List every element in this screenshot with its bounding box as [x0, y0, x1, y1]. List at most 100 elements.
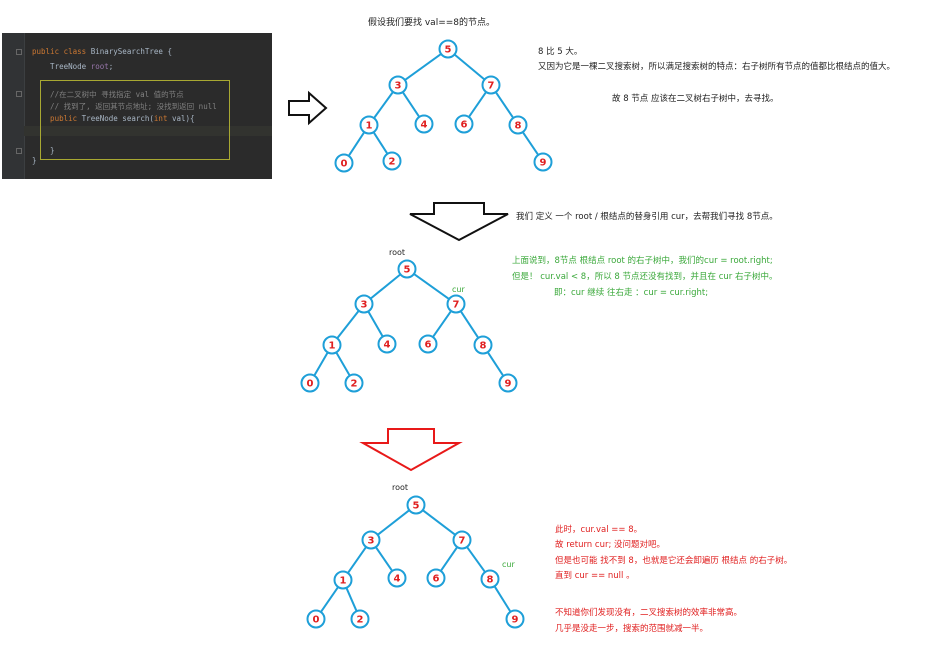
tree-node-7 — [481, 75, 501, 95]
tree-node-label: 0 — [307, 379, 314, 390]
panel1-title: 假设我们要找 val==8的节点。 — [368, 18, 496, 28]
tree-node-label: 4 — [394, 574, 401, 585]
tree-node-7 — [452, 530, 472, 550]
panel2-note-1: 上面说到，8节点 根结点 root 的右子树中，我们的cur = root.ri… — [512, 256, 773, 266]
tree-node-label: 4 — [421, 120, 428, 131]
tree-edge — [401, 91, 421, 118]
tree-node-label: 8 — [515, 121, 522, 132]
tree-node-label: 2 — [389, 157, 396, 168]
tree-node-label: 1 — [366, 121, 373, 132]
tree-node-6 — [426, 568, 446, 588]
panel3-root-label: root — [392, 483, 408, 492]
tree-node-8 — [473, 335, 493, 355]
panel1-note-1: 8 比 5 大。 — [538, 47, 583, 57]
tree-edge — [373, 91, 394, 119]
tree-node-7 — [446, 294, 466, 314]
tree-edge — [486, 351, 505, 377]
tree-node-3 — [354, 294, 374, 314]
tree-node-2 — [350, 609, 370, 629]
tree-node-6 — [454, 114, 474, 134]
tree-edge — [367, 310, 384, 338]
tree-node-9 — [505, 609, 525, 629]
tree-node-label: 6 — [461, 120, 468, 131]
tree-edge — [313, 351, 329, 377]
tree-node-5 — [406, 495, 426, 515]
tree-node-1 — [359, 115, 379, 135]
panel2-note-3: 即：cur 继续 往右走 ：cur = cur.right; — [554, 288, 709, 298]
tree-edge — [468, 91, 487, 118]
tree-edge — [335, 351, 351, 377]
fold-marker-icon[interactable] — [16, 49, 22, 55]
panel3-note-3: 但是也可能 找不到 8，也就是它还会卸遍历 根结点 的右子树。 — [555, 556, 793, 566]
tree-node-1 — [322, 335, 342, 355]
tree-node-4 — [387, 568, 407, 588]
tree-node-label: 9 — [512, 615, 519, 626]
tree-node-label: 3 — [368, 536, 375, 547]
tree-edge — [432, 310, 452, 338]
red-down-arrow-icon — [359, 428, 463, 472]
tree-edge — [466, 546, 486, 573]
tree-node-label: 5 — [413, 501, 420, 512]
tree-node-8 — [480, 569, 500, 589]
tree-edge — [453, 53, 486, 81]
tree-node-3 — [361, 530, 381, 550]
panel3-note-2: 故 return cur; 没问题对吧。 — [555, 540, 666, 550]
tree-node-label: 8 — [487, 575, 494, 586]
tree-node-label: 2 — [351, 379, 358, 390]
panel3-note-4: 直到 cur == null 。 — [555, 571, 635, 581]
tree-node-4 — [414, 114, 434, 134]
tree-node-6 — [418, 334, 438, 354]
code-line: public TreeNode search(int val){ — [32, 114, 195, 123]
code-line: //在二叉树中 寻找指定 val 值的节点 — [32, 90, 184, 99]
tree-edge — [413, 273, 450, 300]
tree-edge — [372, 131, 389, 155]
tree-node-0 — [306, 609, 326, 629]
tree-edge — [521, 131, 540, 156]
tree-node-2 — [344, 373, 364, 393]
tree-edge — [404, 53, 442, 81]
fold-marker-icon[interactable] — [16, 148, 22, 154]
tree-node-label: 3 — [361, 300, 368, 311]
panel2-root-label: root — [389, 248, 405, 257]
method-highlight-box — [40, 80, 230, 160]
tree-node-9 — [533, 152, 553, 172]
tree-node-label: 5 — [445, 45, 452, 56]
tree-node-label: 0 — [341, 159, 348, 170]
tree-node-label: 7 — [488, 81, 495, 92]
tree-edge — [374, 546, 394, 572]
tree-node-label: 7 — [453, 300, 460, 311]
hollow-down-arrow-icon — [409, 202, 509, 242]
panel1-note-2: 又因为它是一棵二叉搜索树，所以满足搜索树的特点：右子树所有节点的值都比根结点的值… — [538, 62, 896, 72]
code-line: TreeNode root; — [32, 62, 114, 71]
arrow2-note: 我们 定义 一个 root / 根结点的替身引用 cur，去帮我们寻找 8节点。 — [516, 212, 778, 222]
code-line: } — [32, 146, 55, 155]
tree-edge — [459, 310, 480, 339]
panel3-note-1: 此时，cur.val == 8。 — [555, 525, 643, 535]
tree-node-label: 6 — [433, 574, 440, 585]
code-editor-panel: public class BinarySearchTree { TreeNode… — [2, 33, 272, 179]
hollow-right-arrow-icon — [288, 90, 328, 126]
tree-node-label: 8 — [480, 341, 487, 352]
fold-marker-icon[interactable] — [16, 91, 22, 97]
tree-node-label: 4 — [384, 340, 391, 351]
tree-node-8 — [508, 115, 528, 135]
panel3-cur-label: cur — [502, 560, 515, 569]
tree-edge — [336, 310, 360, 339]
tree-node-4 — [377, 334, 397, 354]
tree-node-label: 0 — [313, 615, 320, 626]
code-line: } — [32, 156, 37, 165]
panel3-note-7: 几乎是没走一步，搜索的范围就减一半。 — [555, 624, 709, 634]
tree-node-2 — [382, 151, 402, 171]
tree-edge — [493, 585, 512, 613]
tree-node-label: 5 — [404, 265, 411, 276]
tree-node-label: 1 — [329, 341, 336, 352]
tree-node-label: 9 — [540, 158, 547, 169]
tree-node-0 — [334, 153, 354, 173]
panel3-note-6: 不知道你们发现没有，二叉搜索树的效率非常高。 — [555, 608, 743, 618]
code-line: // 找到了, 返回其节点地址; 没找到返回 null — [32, 102, 217, 111]
tree-edge — [320, 586, 339, 613]
tree-edge — [377, 509, 410, 536]
